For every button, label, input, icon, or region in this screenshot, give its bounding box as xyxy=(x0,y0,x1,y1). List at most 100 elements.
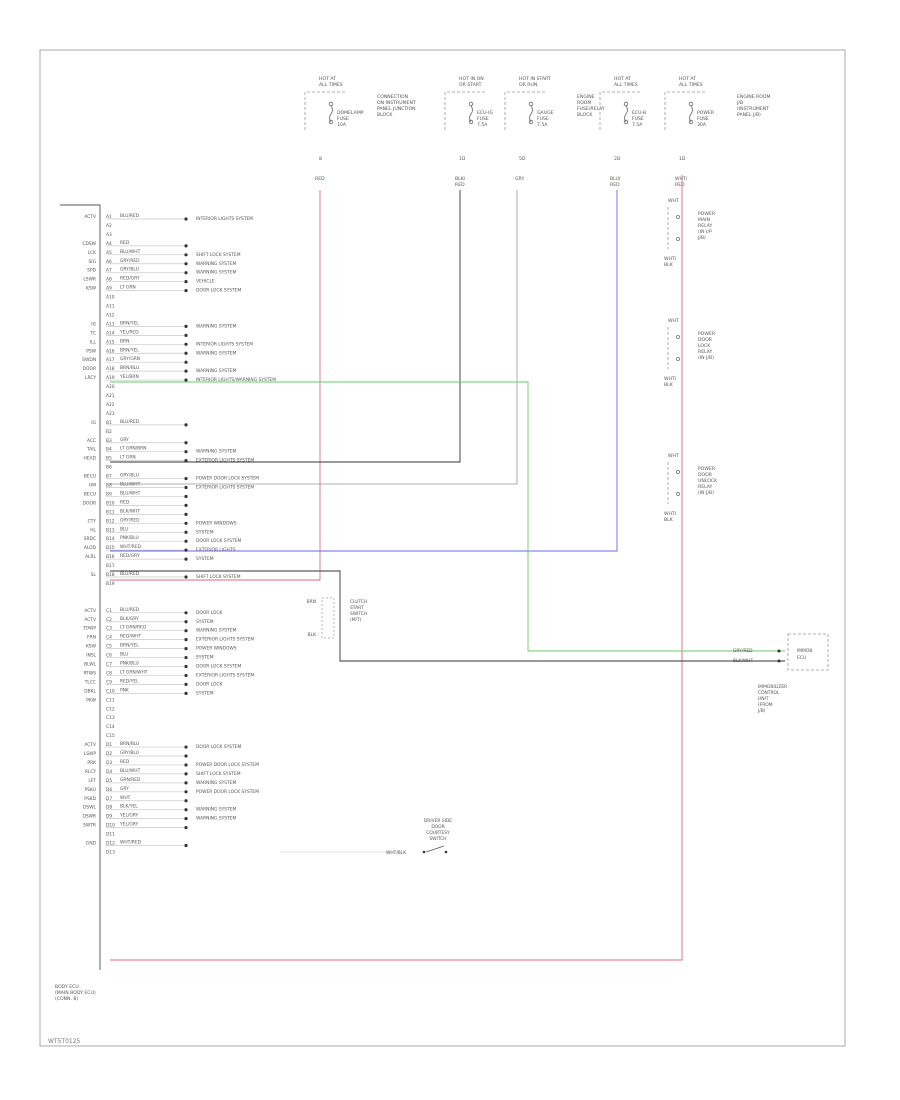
fuse-terminal xyxy=(468,101,474,107)
destination-system: WARNING SYSTEM xyxy=(196,449,237,455)
wire-color: YEL/BRN xyxy=(119,374,139,380)
relay-label: MAIN xyxy=(698,217,710,223)
pin-number: D10 xyxy=(106,823,115,829)
pin-function: SPD xyxy=(87,268,96,274)
wire-color: WHT xyxy=(120,795,131,801)
connector-row: A3 xyxy=(106,232,112,238)
pin-function: PSKU xyxy=(85,787,96,793)
arrow-terminal xyxy=(184,781,188,785)
wire-color: BRN xyxy=(120,338,129,344)
wire-color: GRY/BLU xyxy=(120,750,139,756)
connector-row: A2 xyxy=(106,223,112,229)
relay-label: (IN J/B) xyxy=(698,355,714,361)
pin-function: ALRL xyxy=(85,554,97,560)
pin-number: A19 xyxy=(106,375,115,381)
wire-color: BRN/YEL xyxy=(120,320,139,326)
arrow-terminal xyxy=(184,691,188,695)
pin-number: A16 xyxy=(106,348,115,354)
connector-row: D13 xyxy=(106,849,115,855)
destination-system: EXTERIOR LIGHTS xyxy=(196,547,236,553)
destination-system: DOOR LOCK xyxy=(196,681,223,687)
fuse-note: FUSE/RELAY xyxy=(577,106,605,112)
immobilizer-terminal xyxy=(777,659,781,663)
pin-number: B11 xyxy=(106,509,115,515)
fuse-wire-color: RED xyxy=(675,182,685,188)
pin-number: C8 xyxy=(106,670,112,676)
pin-number: B18 xyxy=(106,572,115,578)
wire-color: BLU/RED xyxy=(120,571,140,577)
arrow-terminal xyxy=(184,342,188,346)
pin-number: A23 xyxy=(106,411,115,417)
wires-layer xyxy=(110,175,785,961)
pin-number: A21 xyxy=(106,393,115,399)
immobilizer-box-label: ECU xyxy=(797,655,806,661)
fuse-pin: 8 xyxy=(319,156,322,162)
connector-row: B2 xyxy=(106,429,112,435)
connector-caption: (MAIN BODY ECU) xyxy=(55,990,96,996)
destination-system: SYSTEM xyxy=(196,556,214,562)
pin-number: A9 xyxy=(106,286,112,292)
pin-number: B19 xyxy=(106,581,115,587)
door-switch-label: SWITCH xyxy=(429,836,446,842)
pin-number: C7 xyxy=(106,662,112,668)
pin-number: A5 xyxy=(106,250,112,256)
fuse-header: OR START xyxy=(459,82,482,88)
wire-color: RED xyxy=(120,240,130,246)
connector-row: A11 xyxy=(106,304,115,310)
fuse-wire-color: GRY xyxy=(515,176,524,182)
pin-function: GND xyxy=(86,841,97,847)
pin-number: A7 xyxy=(106,268,112,274)
pin-function: KSW xyxy=(86,644,97,650)
arrow-terminal xyxy=(184,485,188,490)
pin-function: PRK xyxy=(87,760,96,766)
relay-label: LOCK xyxy=(698,343,711,349)
pin-number: D5 xyxy=(106,778,112,784)
wire-color: PNK/BLU xyxy=(120,661,139,667)
gray-wire xyxy=(110,190,518,485)
connector-row: A23 xyxy=(106,411,115,417)
arrow-terminal xyxy=(184,817,188,821)
arrow-terminal xyxy=(184,808,188,812)
relay-label: DOOR xyxy=(698,472,713,478)
destination-system: SYSTEM xyxy=(196,655,214,661)
destination-system: WARNING SYSTEM xyxy=(196,807,237,813)
arrow-terminal xyxy=(184,262,188,266)
immobilizer-unit: GRY/REDBLK/WHTIMMOBECUIMMOBILIZERCONTROL… xyxy=(733,633,829,714)
pin-function: HEAD xyxy=(84,456,97,462)
switch-wire-top: BRN xyxy=(307,599,316,605)
destination-system: DOOR LOCK SYSTEM xyxy=(196,538,242,544)
arrow-terminal xyxy=(184,476,188,481)
wire-color: RED/GRY xyxy=(120,276,140,282)
pin-number: B4 xyxy=(106,447,112,453)
destination-system: WARNING SYSTEM xyxy=(196,350,237,356)
relay-wire-bottom: BLK xyxy=(664,382,674,388)
pin-function: CTY xyxy=(88,518,97,524)
arrow-terminal xyxy=(184,351,188,355)
destination-system: DOOR LOCK SYSTEM xyxy=(196,288,242,294)
arrow-terminal xyxy=(184,763,188,767)
destination-system: SYSTEM xyxy=(196,619,214,625)
fuse-label: 30A xyxy=(697,122,707,128)
fuse-terminal xyxy=(528,101,534,107)
fuse-note: ENGINE ROOM xyxy=(737,94,770,100)
arrow-terminal xyxy=(184,539,188,543)
pin-function: TC xyxy=(90,330,97,336)
wire-color: BLU/WHT xyxy=(120,768,141,774)
fuse-note: ON INSTRUMENT xyxy=(377,100,416,106)
pin-number: B12 xyxy=(106,518,115,524)
fuse-header: HOT AT xyxy=(679,76,696,82)
